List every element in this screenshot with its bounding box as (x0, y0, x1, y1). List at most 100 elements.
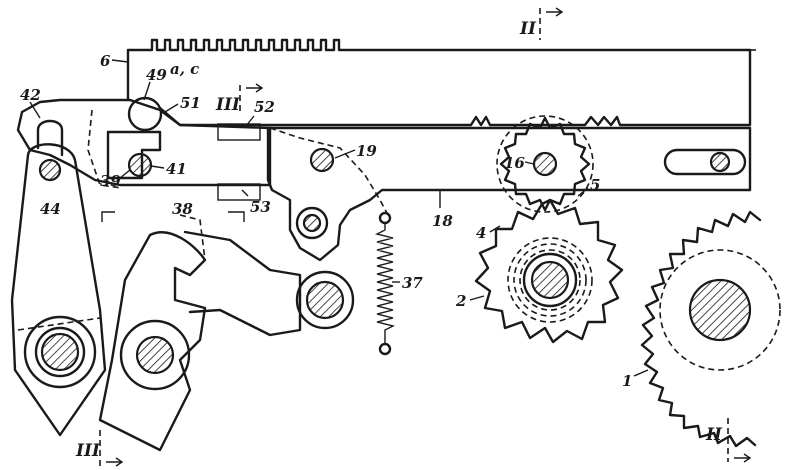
label-1: 1 (622, 372, 632, 390)
gear-2-ring-1 (507, 237, 593, 323)
label-37: 37 (402, 274, 423, 292)
label-ac: a, c (170, 60, 199, 78)
gear-1-teeth (640, 210, 762, 448)
label-5: 5 (590, 176, 600, 194)
lower-bore (295, 206, 329, 240)
spring-top-eye (378, 211, 392, 225)
section-mark-bottom-iii: III (75, 430, 124, 467)
section-arrow-mid-iii (246, 83, 264, 93)
gear-16-shaft (532, 151, 558, 177)
left-arm-hidden (17, 317, 101, 331)
section-arrow-top-ii (546, 7, 564, 17)
elongated-slot (663, 148, 747, 176)
leader-49 (143, 81, 151, 101)
pin-41 (127, 152, 153, 178)
label-51: 51 (180, 94, 201, 112)
slide-plate-outline (266, 126, 752, 262)
gear-2-hub-ring (522, 252, 578, 308)
label-44: 44 (40, 200, 61, 218)
left-arm (10, 143, 107, 437)
middle-lever (98, 214, 355, 452)
leader-6 (111, 59, 129, 63)
leader-4 (489, 225, 501, 233)
label-39: 39 (100, 172, 121, 190)
gear-16-pitch-circle (496, 115, 594, 213)
middle-hub-outer (119, 319, 191, 391)
leader-16 (524, 161, 535, 165)
gear-2-ring-2 (513, 243, 587, 317)
spring-37 (374, 211, 396, 356)
label-4: 4 (476, 224, 486, 242)
pin-44 (38, 158, 62, 182)
leader-lines (29, 59, 649, 377)
plate-53 (217, 183, 261, 201)
rack-bar (126, 38, 760, 127)
latch-roller (127, 96, 163, 132)
middle-hub-shaft (135, 335, 175, 375)
corner-mark-right (228, 211, 245, 222)
label-16: 16 (504, 154, 525, 172)
reference-numerals: 6 49 a, c 42 51 52 19 16 5 39 41 38 53 4… (20, 52, 632, 390)
latch-lever-outline (16, 98, 272, 187)
leader-19 (334, 149, 356, 159)
lower-pin (302, 213, 322, 233)
gear-16-teeth (499, 116, 591, 212)
middle-lever-outline (98, 231, 207, 452)
latch-lever (16, 96, 272, 201)
label-2: 2 (455, 292, 466, 310)
pivot-boss-outer (295, 270, 355, 330)
gear-16 (496, 115, 594, 213)
section-mark-bottom-ii: II (705, 418, 752, 463)
spring-bottom-eye (378, 342, 392, 356)
section-mark-top-ii: II (519, 7, 564, 40)
section-label-top-ii: II (519, 19, 537, 39)
latch-hidden-outline (87, 109, 123, 189)
slide-plate (266, 126, 752, 262)
latch-hook (36, 119, 64, 157)
leader-5 (577, 187, 589, 197)
middle-lever-arm (183, 230, 302, 337)
gear-2-teeth (474, 198, 624, 344)
slide-plate-hidden-outline (269, 127, 389, 216)
leader-52 (245, 115, 255, 127)
pivot-boss-shaft (305, 280, 345, 320)
spring-coil (374, 223, 396, 344)
gear-2 (474, 198, 624, 344)
gear-1-shaft (688, 278, 752, 342)
gear-1 (640, 210, 781, 448)
label-52: 52 (254, 98, 275, 116)
label-19: 19 (356, 142, 377, 160)
label-41: 41 (166, 160, 187, 178)
label-6: 6 (100, 52, 111, 70)
left-hub-outer (23, 315, 97, 389)
gear-1-pitch-arc (659, 249, 781, 371)
pivot-19 (309, 147, 335, 173)
leader-53 (241, 189, 249, 197)
label-18: 18 (432, 212, 453, 230)
latch-window (106, 130, 162, 180)
leader-41 (150, 165, 165, 169)
leader-51 (164, 103, 179, 113)
corner-mark-left (101, 211, 115, 222)
slot-pin (709, 151, 731, 173)
section-label-bottom-iii: III (75, 441, 101, 461)
label-53: 53 (250, 198, 271, 216)
label-38: 38 (172, 200, 193, 218)
leader-39 (119, 169, 131, 179)
leader-2 (469, 295, 485, 301)
left-hub-ring (34, 326, 86, 378)
left-arm-outline (10, 143, 107, 437)
section-label-mid-iii: III (215, 95, 241, 115)
section-arrow-bottom-ii (734, 453, 752, 463)
section-arrow-bottom-iii (106, 457, 124, 467)
leader-42 (29, 101, 41, 119)
label-49: 49 (146, 66, 167, 84)
leader-1 (633, 369, 649, 377)
gear-2-ring-3 (519, 249, 581, 311)
left-hub-shaft (40, 332, 80, 372)
gear-2-shaft (530, 260, 570, 300)
section-label-bottom-ii: II (705, 425, 723, 445)
section-mark-mid-iii: III (215, 83, 264, 115)
label-42: 42 (20, 86, 41, 104)
